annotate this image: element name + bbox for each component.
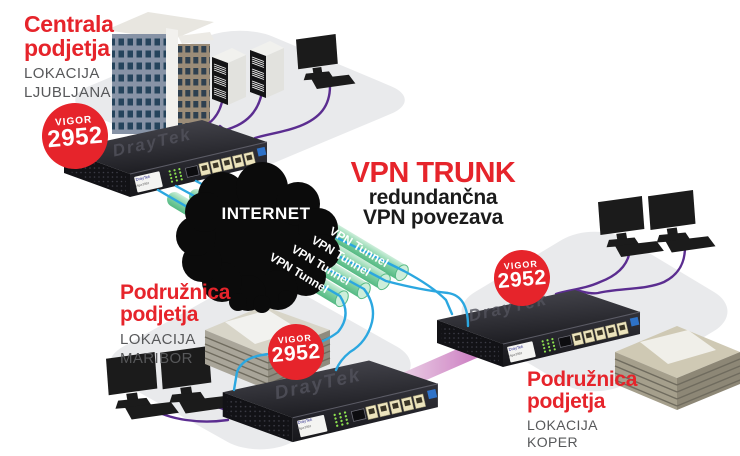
- sticker-brand: DrayTek: [297, 417, 312, 425]
- diagram-heading: VPN TRUNK redundančna VPN povezava: [338, 158, 528, 228]
- branch-building-koper: [614, 326, 740, 410]
- internet-cloud-label: INTERNET: [221, 204, 311, 223]
- badge-model: 2952: [270, 339, 322, 368]
- heading-subtitle: VPN povezava: [363, 206, 503, 229]
- location-label: LOKACIJA: [120, 331, 196, 348]
- sticker-model: Vigor2952: [297, 424, 311, 431]
- router-stickers: DrayTek Vigor2952 DrayTek Vigor2952 Dray…: [135, 174, 523, 431]
- sticker-model: Vigor2952: [135, 181, 149, 188]
- office-building-ljubljana: [106, 12, 214, 134]
- wan-lines: [156, 175, 470, 392]
- heading-subtitle: redundančna: [368, 186, 498, 209]
- location-city: LJUBLJANA: [24, 84, 111, 101]
- site-title: Podružnica: [527, 368, 638, 391]
- site-title: podjetja: [24, 35, 110, 61]
- sticker-brand: DrayTek: [135, 174, 150, 182]
- internet-cloud: [176, 162, 340, 313]
- label-ljubljana: Centrala podjetja LOKACIJA LJUBLJANA: [24, 12, 114, 102]
- location-city: KOPER: [527, 434, 579, 450]
- sticker-brand: DrayTek: [508, 344, 523, 352]
- server-tower-icon: [249, 40, 285, 99]
- site-title: Centrala: [24, 11, 114, 37]
- location-label: LOKACIJA: [24, 65, 100, 82]
- label-maribor: Podružnica podjetja LOKACIJA MARIBOR: [120, 282, 230, 368]
- location-label: LOKACIJA: [527, 417, 598, 433]
- desktop-computer-icon: [648, 190, 716, 253]
- site-title: Podružnica: [120, 281, 231, 304]
- badge-model: 2952: [46, 121, 104, 154]
- badge-model: 2952: [496, 265, 548, 294]
- desktop-computer-icon: [296, 34, 356, 89]
- heading-title: VPN TRUNK: [350, 157, 516, 189]
- sticker-model: Vigor2952: [508, 351, 522, 358]
- lan-cables-koper: [554, 245, 687, 296]
- site-title: podjetja: [120, 303, 199, 326]
- server-tower-icon: [211, 47, 247, 106]
- label-koper: Podružnica podjetja LOKACIJA KOPER: [527, 369, 637, 451]
- site-title: podjetja: [527, 390, 606, 413]
- location-city: MARIBOR: [120, 350, 193, 367]
